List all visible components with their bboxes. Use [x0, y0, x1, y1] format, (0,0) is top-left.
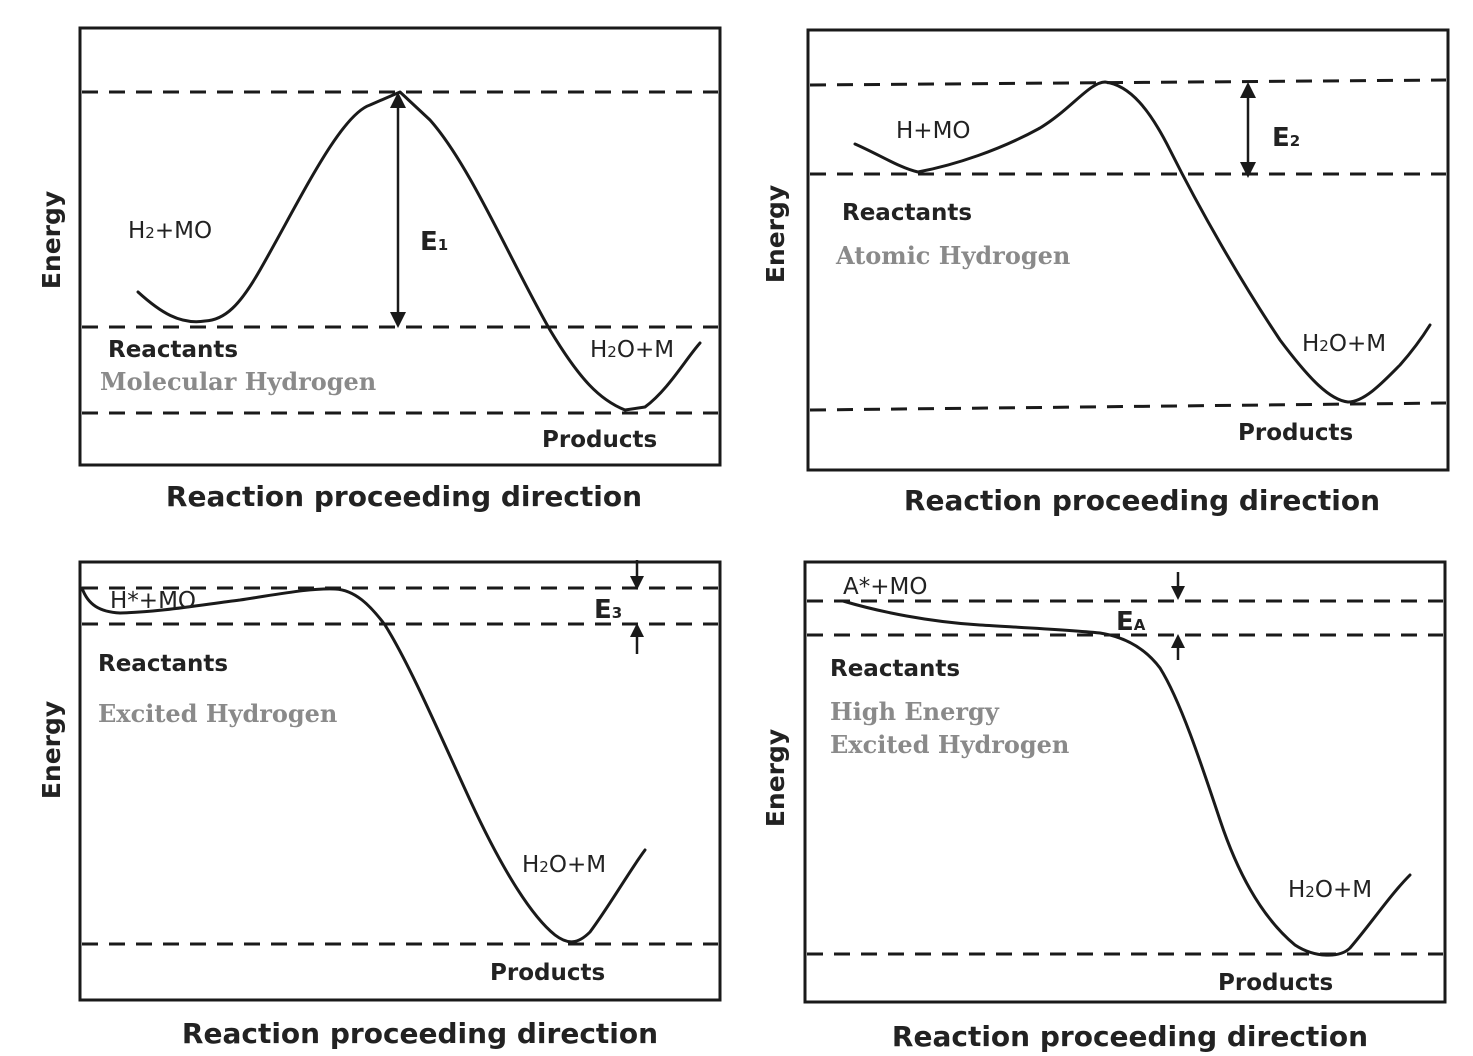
- panel-1-x-axis-label: Reaction proceeding direction: [166, 480, 642, 513]
- panel-3-reactants-label: Reactants: [98, 651, 228, 677]
- panel-4-frame: [803, 560, 1447, 1004]
- panel-4-reactants-label: Reactants: [830, 656, 960, 682]
- panel-3-energy-arrows: [630, 560, 644, 654]
- panel-3-frame: [78, 560, 722, 1002]
- panel-3-products-label: Products: [490, 960, 605, 986]
- panel-3-energy-curve: [80, 586, 647, 944]
- panel-4-y-axis-label: Energy: [761, 729, 790, 827]
- panel-1-reactants-label: Reactants: [108, 337, 238, 363]
- panel-1-energy-curve: [136, 90, 702, 412]
- panel-2-hydrogen-type: Atomic Hydrogen: [835, 241, 1070, 270]
- panel-2-products-label: Products: [1238, 420, 1353, 446]
- panel-4-energy-label: EA: [1116, 607, 1146, 637]
- panel-1-energy-arrow: [390, 92, 406, 328]
- panel-2-energy-arrow: [1240, 82, 1256, 178]
- panel-3-reactant-species: H*+MO: [110, 588, 196, 614]
- panel-2-reactants-label: Reactants: [842, 200, 972, 226]
- panel-2-transition-level: [809, 78, 1447, 87]
- panel-atomic-hydrogen: E2 H+MO Reactants Atomic Hydrogen H2O+M …: [761, 28, 1450, 517]
- panel-3-y-axis-label: Energy: [37, 701, 66, 799]
- panel-3-x-axis-label: Reaction proceeding direction: [182, 1017, 658, 1050]
- panel-1-hydrogen-type: Molecular Hydrogen: [100, 367, 376, 396]
- panel-3-hydrogen-type: Excited Hydrogen: [98, 699, 337, 728]
- panel-2-y-axis-label: Energy: [761, 185, 790, 283]
- panel-4-x-axis-label: Reaction proceeding direction: [892, 1020, 1368, 1053]
- panel-4-energy-curve: [841, 599, 1412, 957]
- panel-1-y-axis-label: Energy: [37, 191, 66, 289]
- panel-2-frame: [806, 28, 1450, 472]
- panel-1-reactant-species: H2+MO: [128, 218, 212, 244]
- panel-2-energy-label: E2: [1272, 123, 1300, 153]
- panel-high-energy-excited-hydrogen: EA A*+MO Reactants High Energy Excited H…: [761, 560, 1447, 1053]
- panel-4-reactant-species: A*+MO: [843, 574, 927, 600]
- panel-2-product-level: [809, 401, 1447, 412]
- panel-4-product-species: H2O+M: [1288, 877, 1372, 903]
- panel-1-product-species: H2O+M: [590, 337, 674, 363]
- panel-excited-hydrogen: E3 H*+MO Reactants Excited Hydrogen H2O+…: [37, 560, 722, 1050]
- panel-4-energy-arrows: [1171, 572, 1185, 660]
- panel-3-energy-label: E3: [594, 595, 622, 625]
- panel-2-energy-curve: [853, 80, 1432, 404]
- panel-1-energy-label: E1: [420, 227, 448, 257]
- panel-4-hydrogen-type-line-1: High Energy: [830, 697, 1000, 726]
- panel-2-reactant-species: H+MO: [896, 118, 971, 144]
- panel-1-products-label: Products: [542, 427, 657, 453]
- panel-4-hydrogen-type-line-2: Excited Hydrogen: [830, 730, 1069, 759]
- panel-4-products-label: Products: [1218, 970, 1333, 996]
- panel-2-product-species: H2O+M: [1302, 331, 1386, 357]
- panel-1-frame: [78, 26, 722, 467]
- panel-2-x-axis-label: Reaction proceeding direction: [904, 484, 1380, 517]
- panel-3-product-species: H2O+M: [522, 852, 606, 878]
- panel-molecular-hydrogen: E1 H2+MO Reactants Molecular Hydrogen H2…: [37, 26, 722, 513]
